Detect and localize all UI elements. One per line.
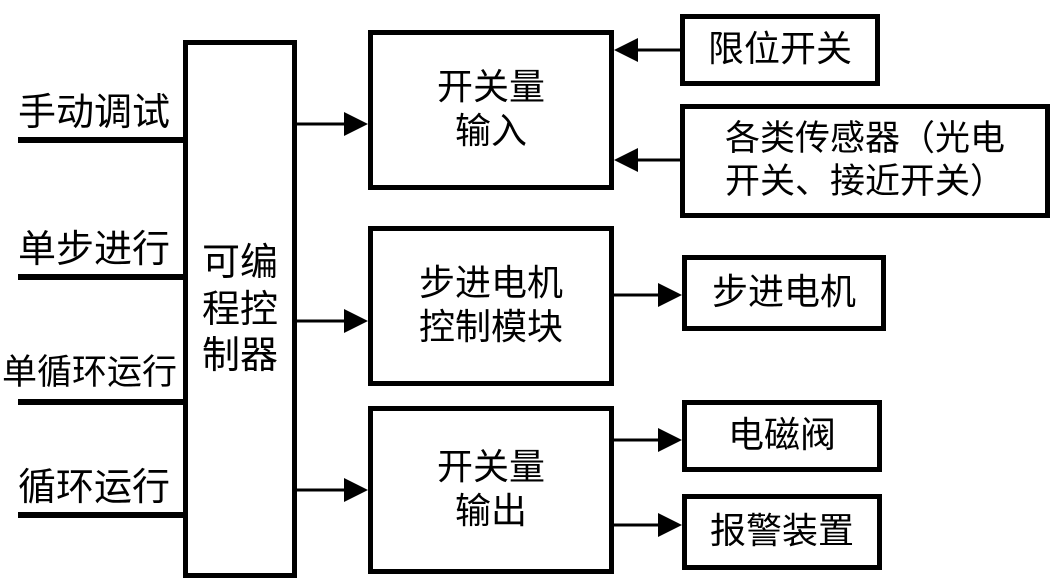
plc-to-stepper-control-arrowhead xyxy=(344,309,368,333)
limit-switch-label: 限位开关 xyxy=(707,29,852,71)
output-to-alarm-arrowhead xyxy=(658,513,682,537)
plc-to-switch-input-arrowhead xyxy=(344,112,368,136)
stepper-motor-label: 步进电机 xyxy=(711,272,856,314)
input-label-single-step: 单步进行 xyxy=(18,227,171,271)
stepper-control-box: 步进电机 控制模块 xyxy=(368,226,614,386)
alarm-device-box: 报警装置 xyxy=(682,494,882,570)
sensors-label: 各类传感器（光电 开关、接近开关） xyxy=(724,119,1005,202)
plc-label: 可编 程控 制器 xyxy=(201,240,278,378)
plc-box: 可编 程控 制器 xyxy=(183,40,297,578)
input-label-manual-debug: 手动调试 xyxy=(18,90,171,134)
stepper-control-label: 步进电机 控制模块 xyxy=(418,263,563,348)
sensors-box: 各类传感器（光电 开关、接近开关） xyxy=(680,104,1050,218)
sensors-to-input-arrowhead xyxy=(614,148,638,172)
alarm-device-label: 报警装置 xyxy=(709,511,854,553)
control-to-stepper-motor-arrowhead xyxy=(658,283,682,307)
plc-to-switch-output-arrowhead xyxy=(344,478,368,502)
limit-switch-to-input-arrowhead xyxy=(614,38,638,62)
input-label-cycle-run: 循环运行 xyxy=(18,465,171,509)
input-label-single-cycle: 单循环运行 xyxy=(2,353,178,393)
switch-input-label: 开关量 输入 xyxy=(436,67,545,152)
limit-switch-box: 限位开关 xyxy=(680,14,880,86)
switch-output-label: 开关量 输出 xyxy=(436,447,545,532)
solenoid-valve-label: 电磁阀 xyxy=(727,415,836,457)
switch-output-box: 开关量 输出 xyxy=(368,406,614,574)
output-to-solenoid-arrowhead xyxy=(658,428,682,452)
stepper-motor-box: 步进电机 xyxy=(682,255,886,331)
solenoid-valve-box: 电磁阀 xyxy=(682,400,882,472)
switch-input-box: 开关量 输入 xyxy=(368,30,614,190)
